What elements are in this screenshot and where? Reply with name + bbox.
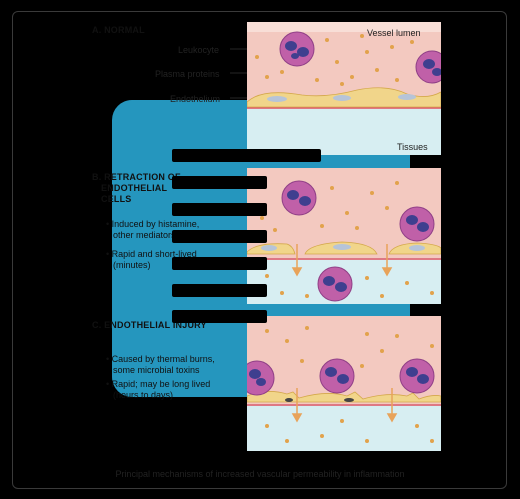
leukocyte-cell [319, 358, 355, 394]
leukocyte-cell [399, 206, 435, 242]
bullet-line: some microbial toxins [113, 365, 200, 375]
section-b-bullet: • Rapid and short-lived (minutes) [106, 249, 197, 271]
panel-b-illustration [247, 168, 441, 304]
leak-arrows [291, 244, 393, 277]
leukocyte-cell [281, 180, 317, 216]
label-endothelium: Endothelium [170, 94, 221, 104]
section-b-title: B. RETRACTION OF ENDOTHELIAL CELLS [92, 172, 181, 205]
leukocyte-cell [279, 31, 315, 67]
tissues-label: Tissues [397, 142, 428, 152]
panel-a-illustration: Vessel lumen Tissues [247, 22, 441, 155]
bullet-line: (hours to days) [113, 390, 174, 400]
bullet-line: • Caused by thermal burns, [106, 354, 215, 364]
figure-caption: Principal mechanisms of increased vascul… [115, 469, 405, 479]
section-a-title: A. NORMAL [92, 25, 145, 35]
section-c-bullet: • Rapid; may be long lived (hours to day… [106, 379, 210, 401]
panel-c-injury [247, 316, 441, 451]
plasma-protein-dots [255, 34, 414, 86]
bullet-line: • Induced by histamine, [106, 219, 200, 229]
redaction-bar [251, 149, 321, 162]
panel-c-illustration [247, 316, 441, 451]
leukocyte-cell [317, 266, 353, 302]
section-b-bullet: • Induced by histamine, other mediators [106, 219, 199, 241]
redaction-bar [172, 284, 267, 297]
section-b-title-line: CELLS [101, 194, 132, 204]
leukocyte-cell [399, 358, 435, 394]
figure-frame [12, 11, 507, 489]
redaction-bar [172, 230, 267, 243]
redaction-bar [172, 176, 267, 189]
bullet-line: • Rapid and short-lived [106, 249, 197, 259]
bullet-line: other mediators [113, 230, 176, 240]
leukocyte-cell [247, 360, 275, 396]
redaction-bar [172, 203, 267, 216]
section-b-title-line: ENDOTHELIAL [101, 183, 168, 193]
section-c-title: C. ENDOTHELIAL INJURY [92, 320, 207, 330]
leak-arrows [291, 388, 398, 423]
label-plasma-proteins: Plasma proteins [155, 69, 220, 79]
bullet-line: (minutes) [113, 260, 151, 270]
panel-a-normal: Vessel lumen Tissues [247, 22, 441, 155]
vessel-lumen-label: Vessel lumen [367, 28, 421, 38]
redaction-bar [172, 257, 267, 270]
panel-b-retraction [247, 168, 441, 304]
redaction-bar [172, 310, 267, 323]
plasma-protein-dots [260, 181, 434, 298]
section-b-title-line: B. RETRACTION OF [92, 172, 181, 182]
bullet-line: • Rapid; may be long lived [106, 379, 211, 389]
section-c-bullet: • Caused by thermal burns, some microbia… [106, 354, 215, 376]
debris-fragments [285, 398, 354, 402]
plasma-protein-dots [265, 326, 434, 443]
leukocyte-cell [415, 50, 441, 84]
redaction-bar [172, 149, 267, 162]
label-leukocyte: Leukocyte [178, 45, 220, 55]
